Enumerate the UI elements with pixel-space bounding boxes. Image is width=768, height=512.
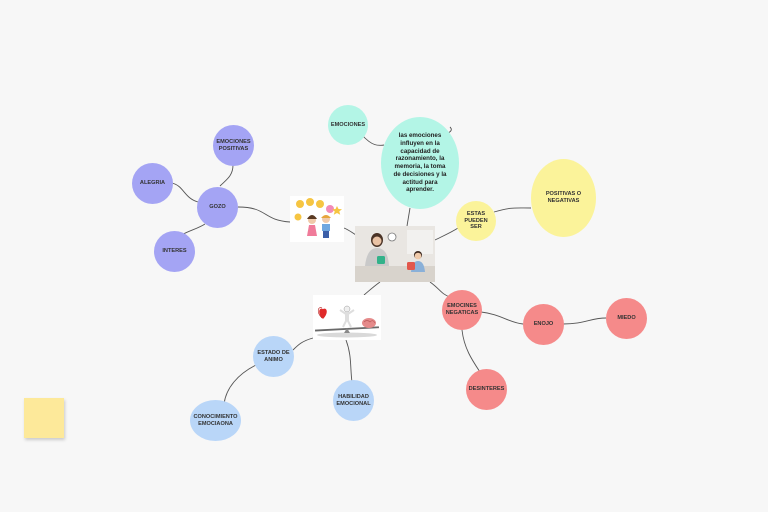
- node-desinteres[interactable]: DESINTERES: [466, 369, 507, 410]
- center-photo-graphic: [355, 226, 435, 282]
- node-emociones-positivas-label: EMOCIONES POSITIVAS: [216, 138, 251, 152]
- node-miedo-label: MIEDO: [617, 315, 636, 321]
- node-estas-pueden-ser[interactable]: ESTAS PUEDEN SER: [456, 201, 496, 241]
- edge-center-balance: [363, 281, 381, 296]
- edge-gozo-center: [237, 206, 291, 223]
- node-estado-de-animo-label: ESTADO DE ANIMO: [257, 349, 290, 363]
- node-gozo[interactable]: GOZO: [197, 187, 238, 228]
- node-emociones[interactable]: EMOCIONES: [328, 105, 368, 145]
- center-photo[interactable]: [355, 226, 435, 282]
- edge-emociones-influencia: [361, 134, 385, 146]
- edge-center-estas: [434, 227, 459, 241]
- node-interes[interactable]: INTERES: [154, 231, 195, 272]
- edge-balance-estado: [292, 337, 314, 351]
- heart-brain-balance-illustration[interactable]: [313, 295, 381, 340]
- kids-emoji-graphic: [290, 196, 344, 242]
- node-estas-pueden-ser-label: ESTAS PUEDEN SER: [464, 210, 488, 231]
- edge-emopos-gozo: [219, 164, 234, 187]
- node-emociones-negativas[interactable]: EMOCINES NEGATICAS: [442, 290, 482, 330]
- edge-negativas-desinteres: [461, 329, 481, 373]
- node-positivas-negativas[interactable]: POSITIVAS O NEGATIVAS: [531, 159, 596, 237]
- node-conocimiento-emocional-label: CONOCIMIENTO EMOCIAONA: [193, 413, 238, 427]
- node-enojo[interactable]: ENOJO: [523, 304, 564, 345]
- edge-enojo-miedo: [562, 317, 607, 325]
- node-habilidad-emocional[interactable]: HABILIDAD EMOCIONAL: [333, 380, 374, 421]
- edge-estas-posneg: [493, 207, 532, 213]
- node-alegria-label: ALEGRIA: [139, 180, 166, 186]
- edge-negativas-enojo: [480, 311, 524, 325]
- node-gozo-label: GOZO: [209, 204, 226, 210]
- edge-estado-conocimiento: [223, 364, 257, 405]
- node-desinteres-label: DESINTERES: [468, 386, 505, 392]
- node-enojo-label: ENOJO: [533, 321, 554, 327]
- node-estado-de-animo[interactable]: ESTADO DE ANIMO: [253, 336, 294, 377]
- sticky-note[interactable]: [24, 398, 64, 438]
- node-miedo[interactable]: MIEDO: [606, 298, 647, 339]
- kids-emoji-illustration[interactable]: [290, 196, 344, 242]
- balance-graphic: [313, 295, 381, 340]
- node-emociones-label: EMOCIONES: [330, 121, 366, 128]
- node-emociones-positivas[interactable]: EMOCIONES POSITIVAS: [213, 125, 254, 166]
- edge-balance-habilidad: [345, 339, 353, 383]
- node-influencia-label: las emociones influyen en la capacidad d…: [393, 132, 447, 194]
- node-emociones-negativas-label: EMOCINES NEGATICAS: [445, 303, 479, 316]
- node-habilidad-emocional-label: HABILIDAD EMOCIONAL: [336, 393, 371, 407]
- node-alegria[interactable]: ALEGRIA: [132, 163, 173, 204]
- edge-alegria-gozo: [171, 182, 199, 203]
- edge-center-influencia: [406, 207, 411, 227]
- node-positivas-negativas-label: POSITIVAS O NEGATIVAS: [545, 191, 582, 204]
- node-conocimiento-emocional[interactable]: CONOCIMIENTO EMOCIAONA: [190, 400, 241, 441]
- node-influencia[interactable]: las emociones influyen en la capacidad d…: [381, 117, 459, 209]
- node-interes-label: INTERES: [162, 248, 187, 254]
